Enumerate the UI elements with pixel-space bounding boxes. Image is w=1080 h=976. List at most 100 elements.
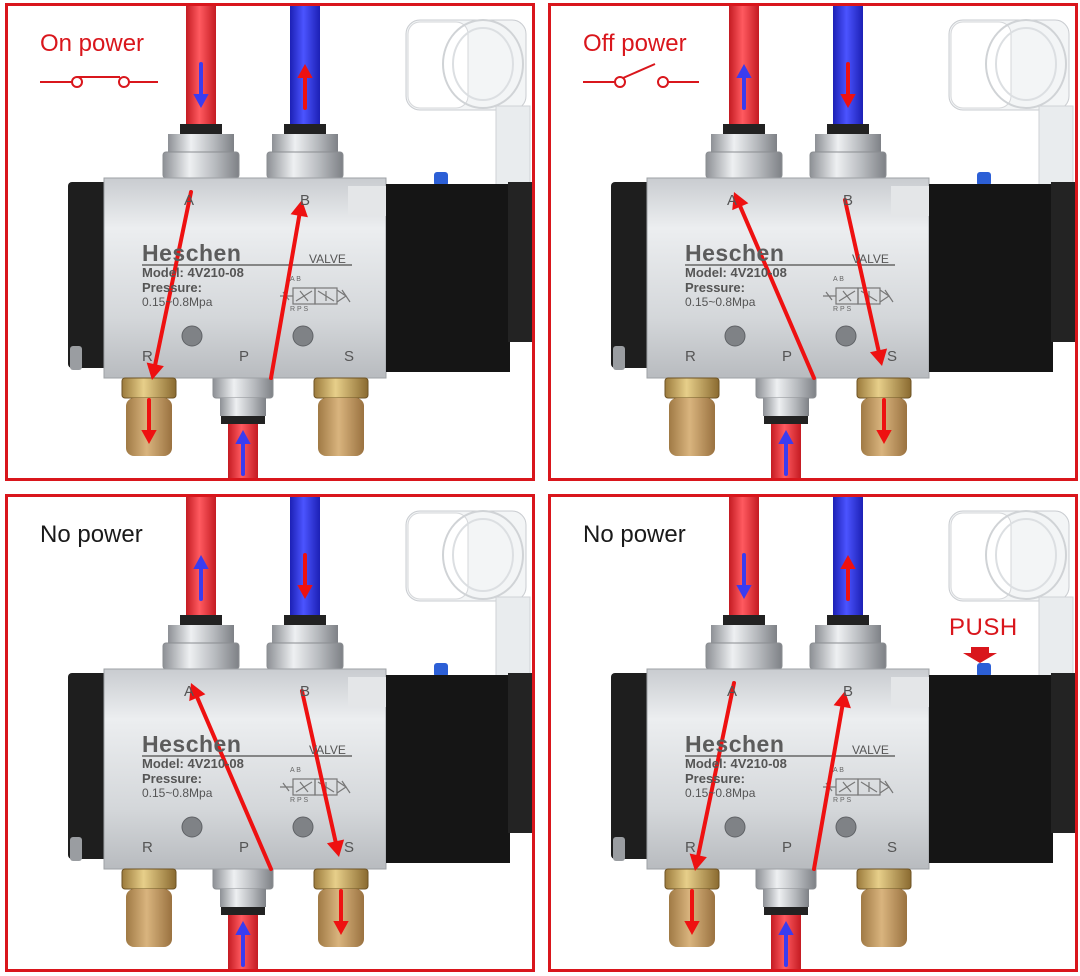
end-cap: [611, 673, 651, 859]
port-r-label: R: [685, 839, 696, 856]
valve-model: Model: 4V210-08: [142, 756, 244, 771]
coil-connector: [405, 19, 531, 197]
pipe-p-flow-arrow: [778, 921, 794, 967]
solenoid-coil: [929, 172, 1075, 372]
internal-flow-arrows: [146, 190, 308, 380]
pressure-range: 0.15~0.8Mpa: [142, 295, 213, 309]
port-s-label: S: [344, 839, 355, 856]
flow-arrow-head: [778, 430, 794, 444]
valve-panel-3: No power Heschen VALVE Model: 4V210-08 P…: [5, 494, 535, 972]
push-label: PUSH: [949, 614, 1018, 641]
solenoid-coil: [386, 172, 532, 372]
valve-model: Model: 4V210-08: [685, 756, 787, 771]
valve-symbol: [823, 287, 894, 305]
valve-brand: Heschen: [142, 731, 242, 757]
valve-brand: Heschen: [142, 240, 242, 266]
flow-arrow-head: [840, 94, 856, 108]
flow-arrow-shaft: [696, 681, 736, 858]
exhaust-r-arrow: [684, 889, 700, 935]
pipe-a-flow-arrow: [193, 62, 209, 108]
pressure-label: Pressure:: [142, 280, 202, 295]
valve-type-label: VALVE: [852, 252, 889, 266]
pressure-range: 0.15~0.8Mpa: [142, 786, 213, 800]
panel-caption: No power: [583, 521, 686, 548]
flow-arrow-shaft: [300, 689, 338, 844]
flow-arrow-head: [840, 555, 856, 569]
valve-illustration: [68, 497, 532, 969]
pipe-b: [809, 6, 887, 179]
flow-arrow-shaft: [843, 198, 881, 353]
pipe-p-flow-arrow: [778, 430, 794, 476]
port-b-label: B: [300, 192, 311, 209]
port-p-label: P: [782, 839, 793, 856]
valve-panel-4: No power PUSH Heschen VALVE Model: 4V210…: [548, 494, 1078, 972]
port-s-label: S: [887, 348, 898, 365]
flow-arrow-head: [290, 200, 308, 218]
flow-arrow-head: [193, 555, 209, 569]
valve-illustration: [583, 6, 1075, 478]
valve-model: Model: 4V210-08: [142, 265, 244, 280]
flow-arrow-head: [732, 192, 749, 211]
pressure-label: Pressure:: [142, 771, 202, 786]
valve-illustration: [611, 497, 1075, 969]
coil-connector: [405, 510, 531, 688]
flow-arrow-head: [736, 585, 752, 599]
valve-body: [646, 668, 930, 870]
port-r-label: R: [142, 839, 153, 856]
panel-caption: No power: [40, 521, 143, 548]
flow-arrow-shaft: [738, 204, 816, 380]
pipe-p-flow-arrow: [235, 430, 251, 476]
valve-type-label: VALVE: [309, 743, 346, 757]
valve-type-label: VALVE: [309, 252, 346, 266]
valve-model: Model: 4V210-08: [685, 265, 787, 280]
switch-open-icon: [583, 63, 699, 88]
end-cap: [68, 182, 108, 368]
port-p-label: P: [782, 348, 793, 365]
symbol-top-label: A B: [290, 276, 301, 283]
valve-body: [103, 177, 387, 379]
flow-arrow-head: [193, 94, 209, 108]
port-a-label: A: [727, 683, 738, 700]
pressure-label: Pressure:: [685, 771, 745, 786]
pipe-b-flow-arrow: [297, 553, 313, 599]
solenoid-coil: [386, 663, 532, 863]
flow-arrow-shaft: [195, 695, 273, 871]
valve-panel-2: Off power Heschen VALVE Model: 4V210-08 …: [548, 3, 1078, 481]
symbol-bottom-label: R P S: [290, 306, 309, 313]
port-s-label: S: [344, 348, 355, 365]
muffler-s: [856, 868, 912, 947]
coil-connector: [948, 19, 1074, 197]
pipe-a-flow-arrow: [736, 64, 752, 110]
valve-brand: Heschen: [685, 240, 785, 266]
port-b-label: B: [843, 192, 854, 209]
port-r-label: R: [685, 348, 696, 365]
symbol-top-label: A B: [290, 767, 301, 774]
symbol-bottom-label: R P S: [833, 306, 852, 313]
flow-arrow-head: [189, 683, 206, 702]
muffler-r: [121, 868, 177, 947]
flow-arrow-head: [876, 430, 892, 444]
flow-arrow-head: [689, 853, 707, 871]
pressure-label: Pressure:: [685, 280, 745, 295]
switch-closed-icon: [40, 76, 158, 88]
pipe-b-flow-arrow: [840, 555, 856, 601]
internal-flow-arrows: [689, 681, 851, 871]
valve-symbol: [280, 287, 351, 305]
valve-body: [103, 668, 387, 870]
flow-arrow-head: [297, 585, 313, 599]
pipe-a: [162, 6, 240, 179]
port-r-label: R: [142, 348, 153, 365]
port-p-label: P: [239, 348, 250, 365]
exhaust-s-arrow: [876, 398, 892, 444]
push-arrow-icon: [963, 647, 997, 663]
flow-arrow-head: [146, 362, 164, 380]
flow-arrow-shaft: [269, 213, 302, 380]
end-cap: [68, 673, 108, 859]
pipe-p-flow-arrow: [235, 921, 251, 967]
muffler-s: [313, 377, 369, 456]
pipe-a-flow-arrow: [736, 553, 752, 599]
flow-arrow-head: [684, 921, 700, 935]
symbol-top-label: A B: [833, 276, 844, 283]
pipe-b-flow-arrow: [840, 62, 856, 108]
symbol-bottom-label: R P S: [833, 797, 852, 804]
